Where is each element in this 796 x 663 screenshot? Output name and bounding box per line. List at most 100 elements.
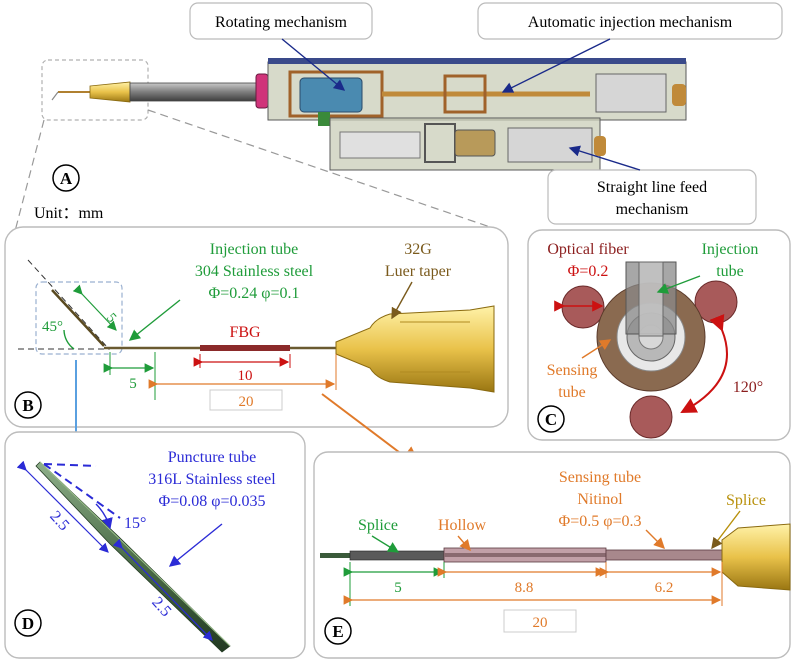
fiber-left xyxy=(561,285,605,329)
splice-tube-e xyxy=(349,550,445,561)
dim-e-20: 20 xyxy=(533,615,548,631)
dim-upper-line xyxy=(16,460,109,553)
injection-tube-line3: Φ=0.24 φ=0.1 xyxy=(209,285,300,302)
sensing-e-pointer xyxy=(645,529,665,549)
puncture-line3: Φ=0.08 φ=0.035 xyxy=(159,493,266,510)
tube-e-left xyxy=(320,553,350,558)
fbg-segment xyxy=(200,345,290,351)
splice-right: Splice xyxy=(726,492,766,509)
injection-tube-c-pointer xyxy=(656,275,701,294)
dim-10: 10 xyxy=(238,368,253,384)
dim-lower-line xyxy=(112,538,213,641)
end-cap-a xyxy=(672,84,686,106)
shaft-a xyxy=(129,82,261,102)
sensing-e-line2: Nitinol xyxy=(577,491,623,508)
fiber-bottom xyxy=(629,395,673,439)
callout-injection-pointer xyxy=(501,38,611,93)
callout-rotating-box xyxy=(189,2,373,40)
feed-motor xyxy=(507,127,593,163)
tip-dim-line xyxy=(72,284,117,331)
badge-d xyxy=(14,609,42,637)
sensing-tube-c-pointer xyxy=(581,339,612,359)
tip-box xyxy=(35,281,123,355)
callout-injection: Automatic injection mechanism xyxy=(528,14,733,31)
luer-taper xyxy=(335,305,495,393)
injection-tube-c-line2: tube xyxy=(716,263,744,280)
tip-angle-arc xyxy=(63,329,75,350)
splice-left: Splice xyxy=(358,517,398,534)
dim-20: 20 xyxy=(239,394,254,410)
callout-injection-box xyxy=(477,2,783,40)
badge-b-label: B xyxy=(22,396,33,415)
unit-label: Unit：mm xyxy=(34,205,104,222)
carriage-a xyxy=(443,74,487,114)
sensing-tube-c-line1: Sensing xyxy=(547,362,598,379)
badge-b xyxy=(14,391,42,419)
panel-e: Sensing tube Nitinol Φ=0.5 φ=0.3 Splice … xyxy=(313,451,791,659)
injection-tube-pointer xyxy=(128,299,181,341)
needle-tip-a xyxy=(51,91,59,101)
dim-e-5: 5 xyxy=(394,580,402,596)
luer-a xyxy=(89,81,131,103)
green-block xyxy=(318,112,330,126)
luer-line2: Luer taper xyxy=(385,263,452,280)
panel-c: Optical fiber Φ=0.2 Injection tube Sensi… xyxy=(527,229,791,441)
sensing-tube-e xyxy=(605,549,723,561)
badge-c xyxy=(537,405,565,433)
feed-gear xyxy=(454,129,496,157)
rotating-motor xyxy=(299,77,363,113)
hollow-pointer xyxy=(457,535,471,552)
sensing-tube-c-line2: tube xyxy=(558,384,586,401)
luer-line1: 32G xyxy=(404,241,432,258)
angle-120: 120° xyxy=(733,379,763,396)
badge-e xyxy=(324,617,352,645)
callout-feed-box xyxy=(547,169,757,225)
dim-e-6-2: 6.2 xyxy=(655,580,674,596)
puncture-pointer xyxy=(168,523,223,567)
angle-120-arc xyxy=(680,314,728,413)
sensing-e-line1: Sensing tube xyxy=(559,469,641,486)
bevel-angle: 15° xyxy=(124,515,146,532)
callout-feed-line2: mechanism xyxy=(616,201,689,218)
panel-b: 45° 5 FBG Injection tube 304 Stainless s… xyxy=(4,226,509,428)
panel-d: 15° 2.5 2.5 Puncture tube 316L Stainless… xyxy=(4,431,306,659)
end-cap-b xyxy=(594,136,606,156)
dim-5: 5 xyxy=(129,376,137,392)
badge-d-label: D xyxy=(22,614,34,633)
injection-motor xyxy=(595,73,667,113)
splice-right-pointer xyxy=(711,510,741,550)
badge-e-label: E xyxy=(332,622,343,641)
feed-block xyxy=(339,131,421,159)
splice-left-pointer xyxy=(371,535,400,553)
callout-rotating: Rotating mechanism xyxy=(215,14,348,31)
dim-20-box xyxy=(209,389,283,411)
sensing-e-line3: Φ=0.5 φ=0.3 xyxy=(559,513,642,530)
zoom-line-left xyxy=(13,119,45,236)
hollow-core-e xyxy=(444,553,606,557)
callout-rotating-pointer xyxy=(281,38,346,91)
badge-a xyxy=(52,164,80,192)
panel-d-frame xyxy=(4,431,306,659)
luer-pointer xyxy=(391,281,413,320)
puncture-line2: 316L Stainless steel xyxy=(148,471,276,488)
badge-a-label: A xyxy=(60,169,73,188)
optical-fiber-dia: Φ=0.2 xyxy=(568,263,609,280)
housing-top-rail xyxy=(268,58,686,64)
injection-tube-line1: Injection tube xyxy=(210,241,298,258)
tip-angle: 45° xyxy=(42,319,63,335)
luer-e xyxy=(721,523,791,591)
callout-feed-pointer xyxy=(568,145,641,171)
injection-tube-side-bore xyxy=(638,261,664,337)
fbg-label: FBG xyxy=(229,324,261,341)
callout-feed-line1: Straight line feed xyxy=(597,179,707,196)
pink-collar xyxy=(255,73,269,109)
injection-tube-c-line1: Injection xyxy=(702,241,759,258)
zoom-line-right xyxy=(147,109,491,228)
optical-fiber-label: Optical fiber xyxy=(547,241,629,258)
dim-e-20-box xyxy=(503,609,577,633)
injection-tube-line2: 304 Stainless steel xyxy=(195,263,314,280)
puncture-line1: Puncture tube xyxy=(168,449,256,466)
dim-e-8-8: 8.8 xyxy=(515,580,534,596)
panel-a: Rotating mechanism Automatic injection m… xyxy=(13,2,783,236)
